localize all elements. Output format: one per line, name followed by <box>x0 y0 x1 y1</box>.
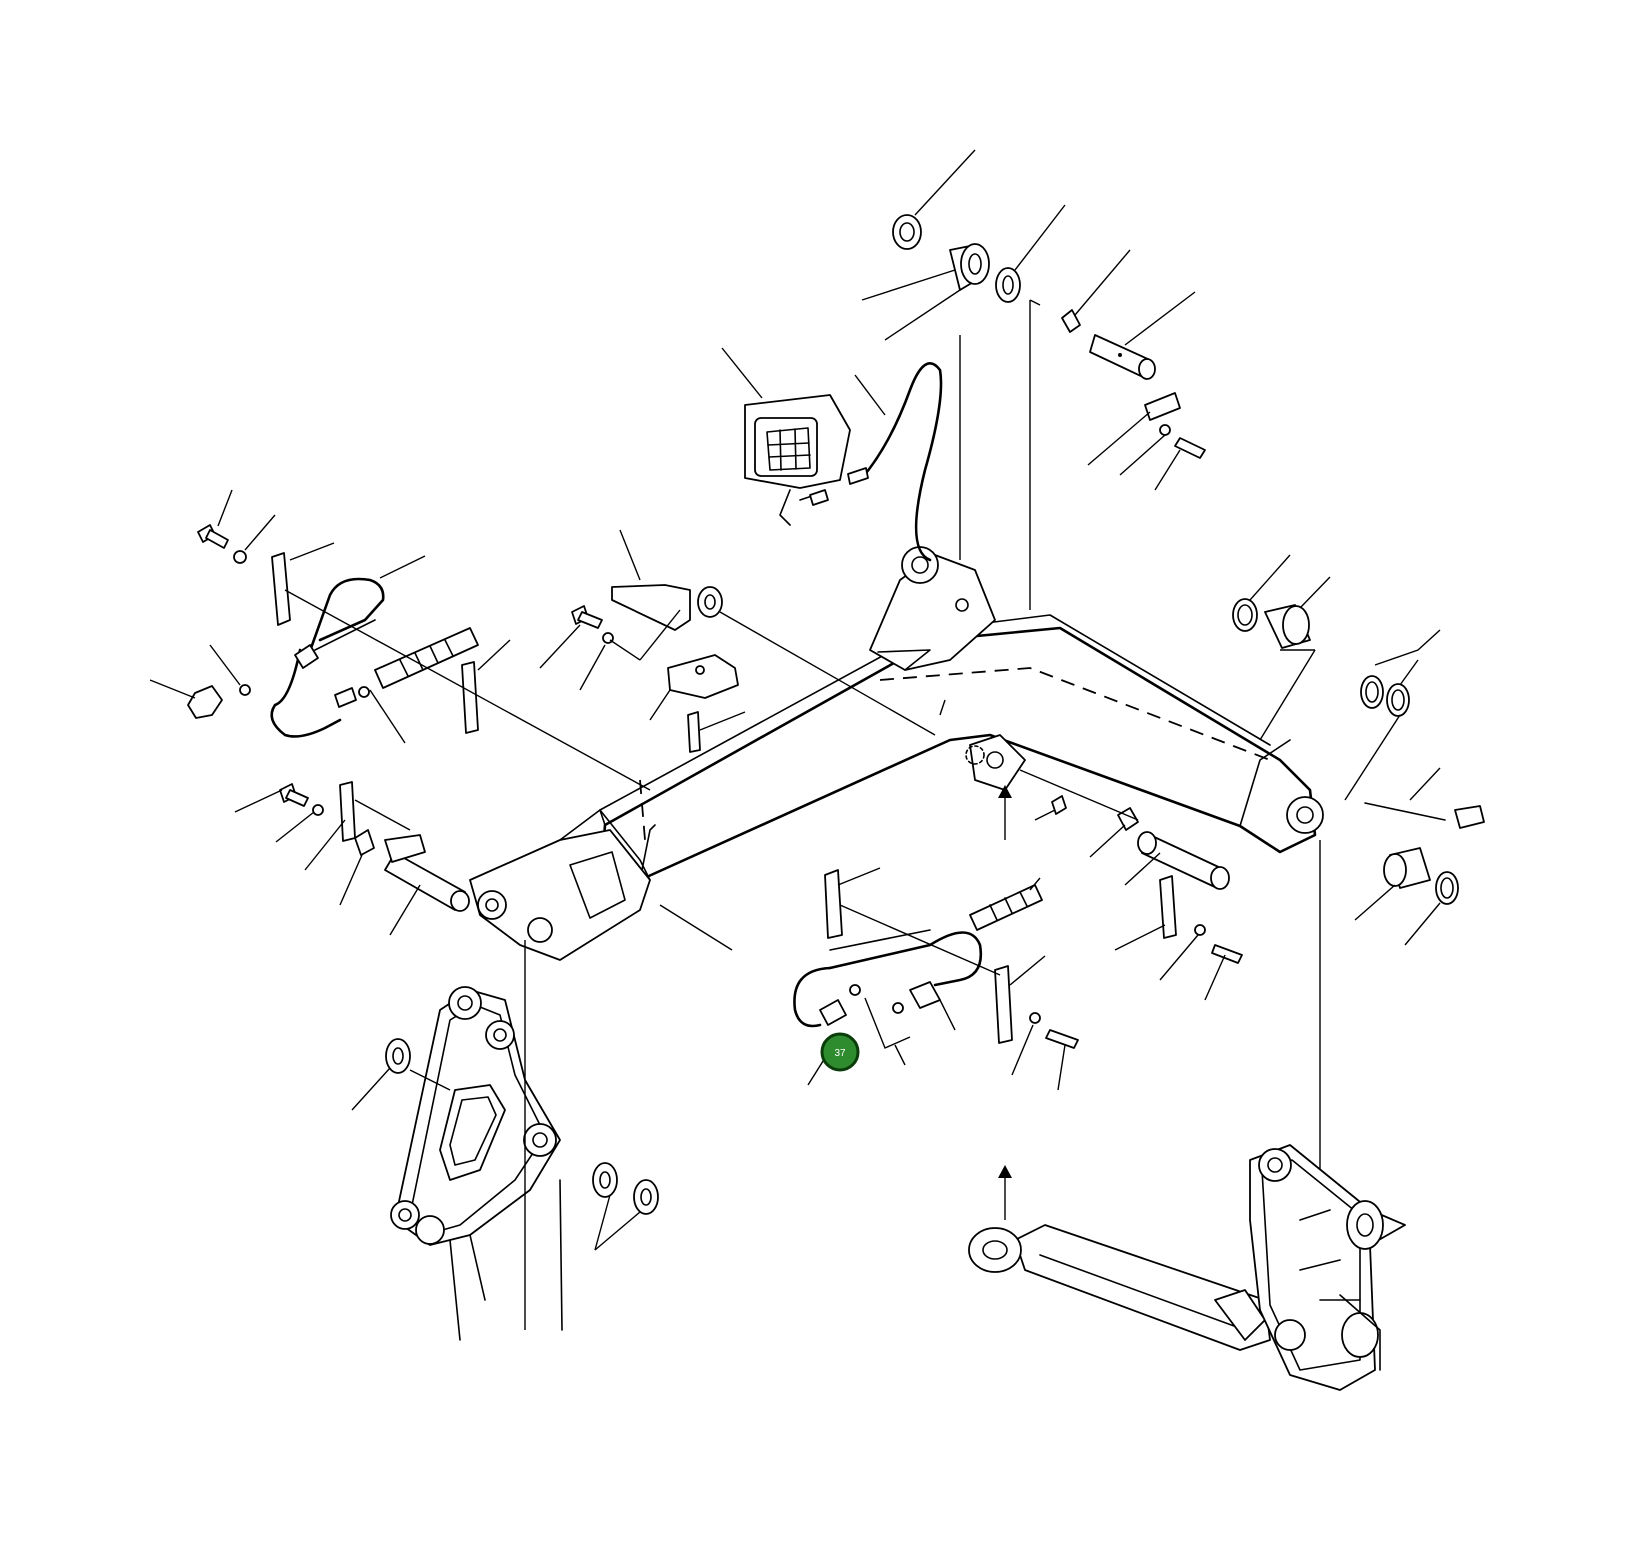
arm-structure <box>351 940 659 1341</box>
work-lamp <box>721 347 943 562</box>
left-upper-hose-group <box>149 489 651 791</box>
center-bracket-group <box>539 529 936 753</box>
boom-leaders <box>659 299 1321 1170</box>
lower-hose-group <box>793 867 1079 1091</box>
callout-37-label: 37 <box>834 1048 846 1059</box>
top-pin-assembly <box>861 149 1206 491</box>
boom-foot-parts <box>1232 554 1485 946</box>
boom-body <box>469 546 1324 961</box>
boom-cylinder <box>968 785 1271 1351</box>
swing-bracket <box>1249 1144 1406 1391</box>
left-middle-pin-group <box>234 781 470 936</box>
callout-37[interactable]: 37 <box>820 1032 860 1072</box>
right-middle-pin-group <box>1019 769 1243 1001</box>
